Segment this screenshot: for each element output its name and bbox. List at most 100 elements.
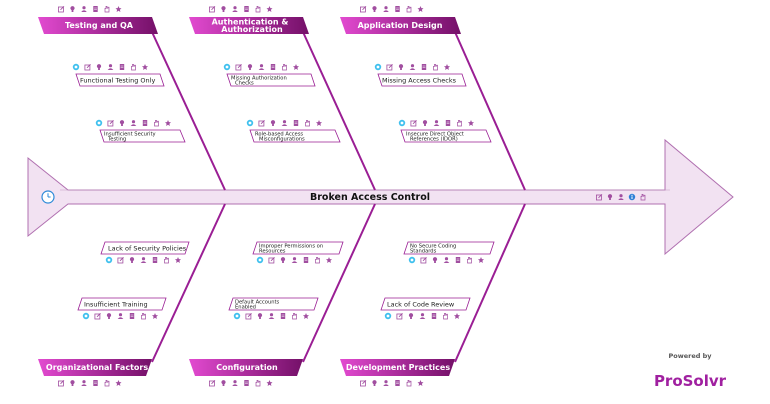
hand-icon[interactable] bbox=[104, 380, 110, 387]
idea-icon[interactable] bbox=[607, 194, 613, 200]
star-icon[interactable] bbox=[454, 313, 460, 319]
comment-icon[interactable] bbox=[384, 312, 392, 320]
idea-icon[interactable] bbox=[129, 257, 135, 263]
clock-icon[interactable] bbox=[41, 190, 55, 204]
comment-icon[interactable] bbox=[408, 256, 416, 264]
idea-icon[interactable] bbox=[432, 257, 438, 263]
hand-icon[interactable] bbox=[305, 120, 310, 127]
star-icon[interactable] bbox=[303, 313, 309, 319]
idea-icon[interactable] bbox=[372, 6, 377, 12]
cause-o2[interactable]: Insufficient Training bbox=[77, 297, 167, 311]
category-testing[interactable]: Testing and QA bbox=[38, 17, 158, 34]
hand-icon[interactable] bbox=[104, 6, 110, 13]
cause-d2[interactable]: Insecure Direct Object References (IDOR) bbox=[400, 129, 492, 143]
star-icon[interactable] bbox=[115, 380, 122, 386]
cause-a2[interactable]: Role-based Access Misconfigurations bbox=[249, 129, 341, 143]
cause-d1[interactable]: Missing Access Checks bbox=[377, 73, 467, 87]
cause-t2[interactable]: Insufficient Security Testing bbox=[99, 129, 186, 143]
edit-icon[interactable] bbox=[360, 379, 367, 387]
person-icon[interactable] bbox=[130, 120, 137, 126]
idea-icon[interactable] bbox=[280, 257, 286, 263]
hand-icon[interactable] bbox=[255, 380, 261, 387]
person-icon[interactable] bbox=[383, 6, 389, 12]
star-icon[interactable] bbox=[326, 257, 332, 263]
star-icon[interactable] bbox=[444, 64, 450, 70]
document-icon[interactable] bbox=[445, 120, 451, 126]
hand-icon[interactable] bbox=[154, 120, 159, 127]
person-icon[interactable] bbox=[281, 120, 288, 126]
document-icon[interactable] bbox=[152, 257, 158, 263]
hand-icon[interactable] bbox=[406, 6, 412, 13]
info-icon[interactable] bbox=[628, 193, 636, 201]
hand-icon[interactable] bbox=[141, 313, 146, 320]
star-icon[interactable] bbox=[152, 313, 158, 319]
idea-icon[interactable] bbox=[119, 120, 125, 126]
cause-t1[interactable]: Functional Testing Only bbox=[75, 73, 165, 87]
person-icon[interactable] bbox=[107, 64, 114, 70]
edit-icon[interactable] bbox=[209, 5, 216, 13]
comment-icon[interactable] bbox=[72, 63, 80, 71]
edit-icon[interactable] bbox=[107, 119, 114, 127]
edit-icon[interactable] bbox=[245, 312, 252, 320]
category-auth[interactable]: Authentication & Authorization bbox=[189, 17, 309, 34]
cause-p2[interactable]: Lack of Code Review bbox=[380, 297, 471, 311]
document-icon[interactable] bbox=[270, 64, 276, 70]
comment-icon[interactable] bbox=[223, 63, 231, 71]
comment-icon[interactable] bbox=[256, 256, 264, 264]
document-icon[interactable] bbox=[421, 64, 427, 70]
hand-icon[interactable] bbox=[255, 6, 261, 13]
hand-icon[interactable] bbox=[131, 64, 136, 71]
person-icon[interactable] bbox=[232, 380, 238, 386]
document-icon[interactable] bbox=[119, 64, 125, 70]
star-icon[interactable] bbox=[478, 257, 484, 263]
star-icon[interactable] bbox=[316, 120, 322, 126]
category-devpractices[interactable]: Development Practices bbox=[340, 359, 455, 376]
document-icon[interactable] bbox=[395, 6, 400, 12]
person-icon[interactable] bbox=[258, 64, 265, 70]
idea-icon[interactable] bbox=[422, 120, 428, 126]
edit-icon[interactable] bbox=[420, 256, 427, 264]
edit-icon[interactable] bbox=[258, 119, 265, 127]
document-icon[interactable] bbox=[142, 120, 148, 126]
cause-c2[interactable]: Default Accounts Enabled bbox=[228, 297, 319, 311]
idea-icon[interactable] bbox=[70, 6, 75, 12]
star-icon[interactable] bbox=[417, 6, 424, 12]
person-icon[interactable] bbox=[117, 313, 124, 319]
document-icon[interactable] bbox=[244, 380, 249, 386]
comment-icon[interactable] bbox=[246, 119, 254, 127]
hand-icon[interactable] bbox=[164, 257, 169, 264]
star-icon[interactable] bbox=[266, 6, 273, 12]
category-org[interactable]: Organizational Factors bbox=[38, 359, 152, 376]
person-icon[interactable] bbox=[618, 194, 624, 200]
comment-icon[interactable] bbox=[105, 256, 113, 264]
document-icon[interactable] bbox=[395, 380, 400, 386]
hand-icon[interactable] bbox=[467, 257, 472, 264]
idea-icon[interactable] bbox=[221, 380, 226, 386]
edit-icon[interactable] bbox=[117, 256, 124, 264]
star-icon[interactable] bbox=[115, 6, 122, 12]
edit-icon[interactable] bbox=[58, 5, 65, 13]
category-appdesign[interactable]: Application Design bbox=[340, 17, 461, 34]
edit-icon[interactable] bbox=[386, 63, 393, 71]
comment-icon[interactable] bbox=[374, 63, 382, 71]
edit-icon[interactable] bbox=[268, 256, 275, 264]
document-icon[interactable] bbox=[303, 257, 309, 263]
edit-icon[interactable] bbox=[360, 5, 367, 13]
idea-icon[interactable] bbox=[106, 313, 112, 319]
edit-icon[interactable] bbox=[235, 63, 242, 71]
person-icon[interactable] bbox=[268, 313, 275, 319]
comment-icon[interactable] bbox=[82, 312, 90, 320]
hand-icon[interactable] bbox=[443, 313, 448, 320]
person-icon[interactable] bbox=[81, 6, 87, 12]
edit-icon[interactable] bbox=[84, 63, 91, 71]
idea-icon[interactable] bbox=[257, 313, 263, 319]
cause-a1[interactable]: Missing Authorization Checks bbox=[226, 73, 316, 87]
document-icon[interactable] bbox=[293, 120, 299, 126]
document-icon[interactable] bbox=[93, 380, 98, 386]
hand-icon[interactable] bbox=[282, 64, 287, 71]
person-icon[interactable] bbox=[409, 64, 416, 70]
comment-icon[interactable] bbox=[95, 119, 103, 127]
document-icon[interactable] bbox=[93, 6, 98, 12]
idea-icon[interactable] bbox=[96, 64, 102, 70]
hand-icon[interactable] bbox=[457, 120, 462, 127]
